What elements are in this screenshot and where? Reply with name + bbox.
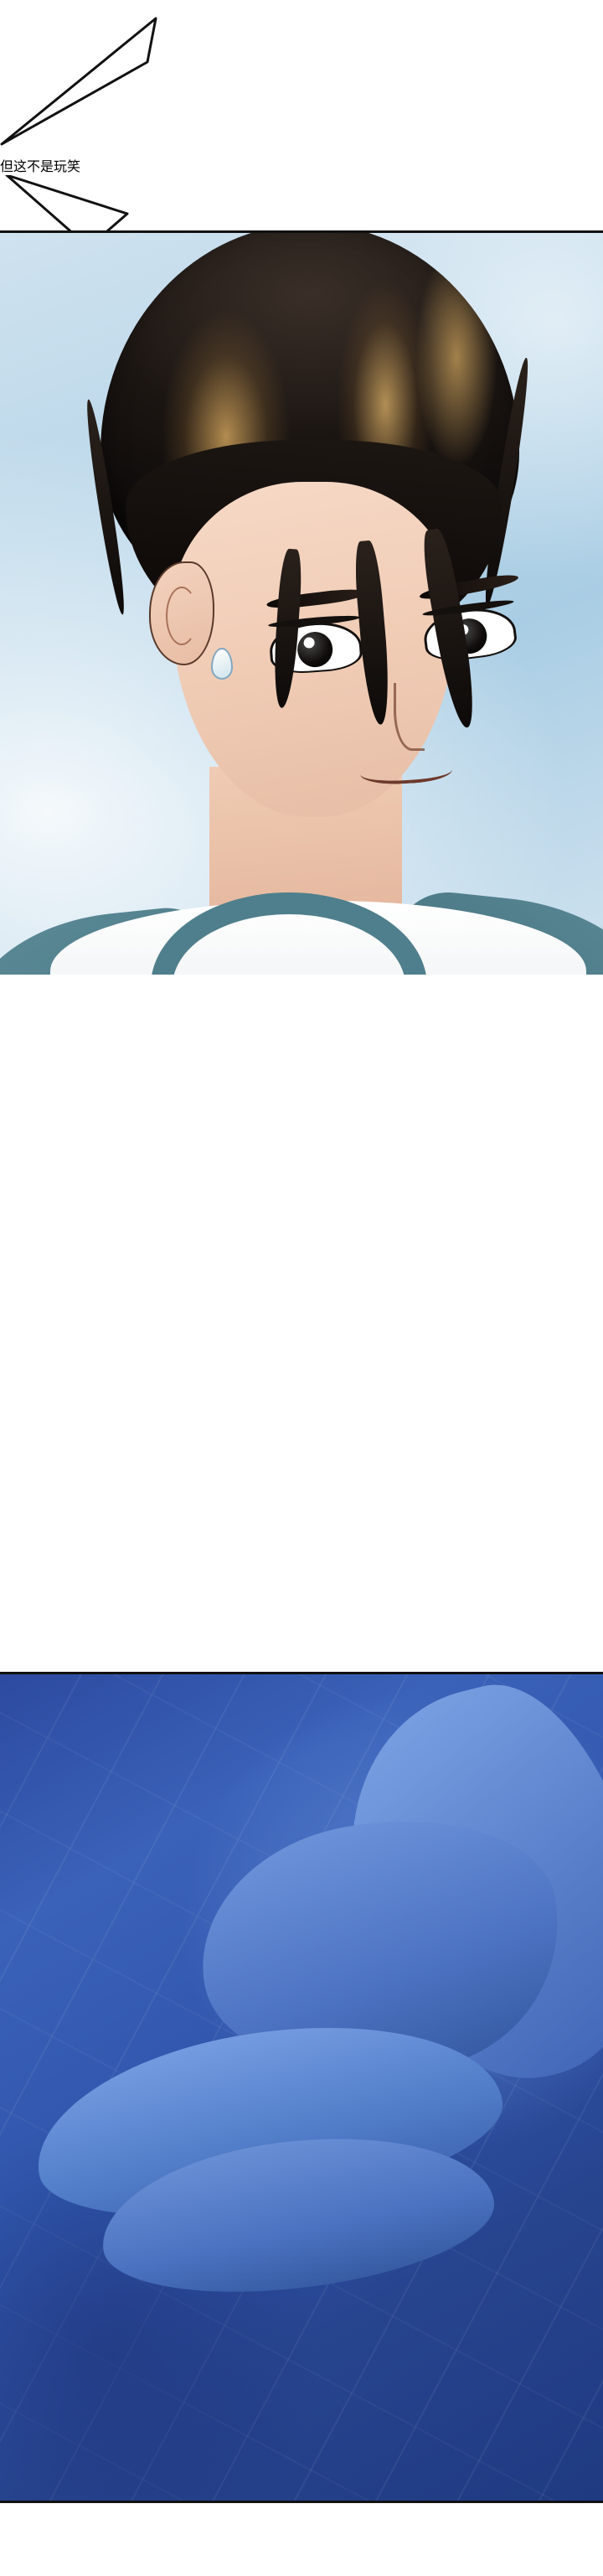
character-ear xyxy=(149,561,214,665)
pupil xyxy=(296,630,334,669)
panel-2-bottom-border xyxy=(0,2501,603,2503)
speech-bubble-1-text: 但这不是玩笑 xyxy=(0,160,81,174)
panel-2-top-border xyxy=(0,1672,603,1674)
ear-inner-detail xyxy=(166,587,198,645)
comic-panel-2 xyxy=(0,1672,603,2503)
panel-1-top-border xyxy=(0,230,603,233)
character-nose xyxy=(394,683,425,751)
sweat-drop-icon xyxy=(211,648,233,680)
speech-tail-1 xyxy=(0,0,603,155)
speech-bubble-1: 但这不是玩笑 xyxy=(0,155,603,175)
comic-panel-1 xyxy=(0,230,603,975)
